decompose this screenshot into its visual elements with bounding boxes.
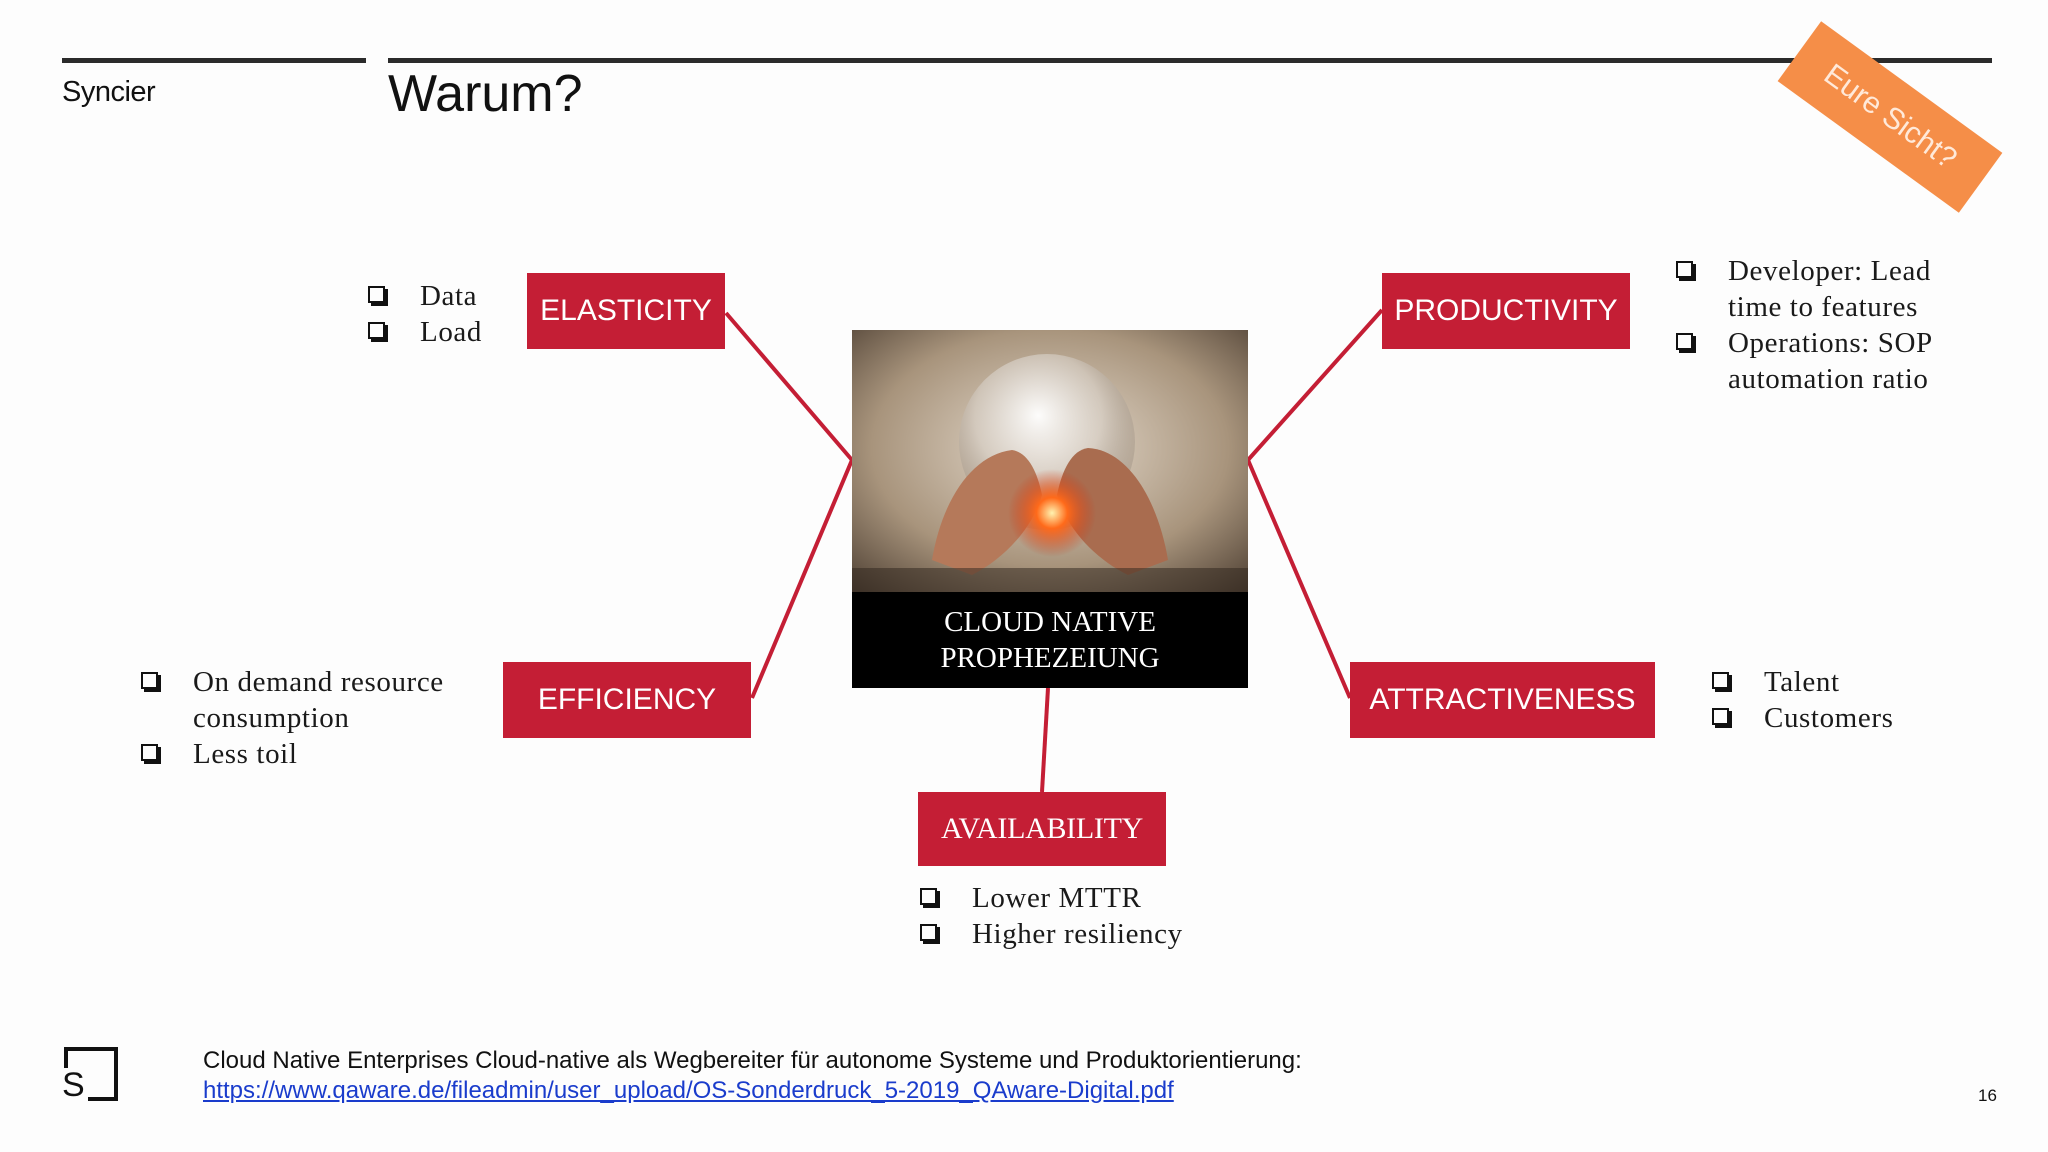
central-caption-line2: PROPHEZEIUNG [940, 642, 1160, 674]
bullet-item: Operations: SOP automation ratio [1676, 325, 1966, 397]
reference-link[interactable]: https://www.qaware.de/fileadmin/user_upl… [203, 1077, 1174, 1104]
bullet-item: Data [368, 278, 508, 314]
checkbox-bullet-icon [368, 286, 385, 303]
pillar-elasticity: ELASTICITY [527, 273, 725, 349]
bullet-item: Customers [1712, 700, 1972, 736]
bullet-item: Talent [1712, 664, 1972, 700]
connector-attractiveness [1246, 459, 1352, 699]
central-caption: CLOUD NATIVE PROPHEZEIUNG [852, 592, 1248, 688]
slide-title: Warum? [388, 65, 583, 123]
logo-letter: S [62, 1066, 85, 1104]
connector-elasticity [724, 311, 854, 462]
connector-productivity [1246, 308, 1384, 462]
footer-reference: Cloud Native Enterprises Cloud-native al… [203, 1046, 1302, 1106]
company-logo: S [62, 1046, 118, 1102]
reference-text: Cloud Native Enterprises Cloud-native al… [203, 1047, 1302, 1074]
bullet-item: Higher resiliency [920, 916, 1260, 952]
bullet-item: Developer: Lead time to features [1676, 253, 1966, 325]
logo-frame-icon [64, 1047, 118, 1101]
checkbox-bullet-icon [1712, 672, 1729, 689]
connector-efficiency [750, 459, 854, 699]
pillar-efficiency: EFFICIENCY [503, 662, 751, 738]
checkbox-bullet-icon [141, 744, 158, 761]
checkbox-bullet-icon [1712, 708, 1729, 725]
checkbox-bullet-icon [1676, 333, 1693, 350]
bullets-availability: Lower MTTR Higher resiliency [920, 880, 1260, 952]
checkbox-bullet-icon [141, 672, 158, 689]
pillar-availability: AVAILABILITY [918, 792, 1166, 866]
central-image-card: CLOUD NATIVE PROPHEZEIUNG [852, 330, 1248, 688]
crystal-ball-image [852, 330, 1248, 592]
checkbox-bullet-icon [920, 924, 937, 941]
connector-availability [1040, 687, 1050, 793]
header-rule-right [388, 58, 1992, 63]
page-number: 16 [1978, 1086, 1997, 1105]
bullets-productivity: Developer: Lead time to features Operati… [1676, 253, 1966, 397]
bullet-item: Lower MTTR [920, 880, 1260, 916]
checkbox-bullet-icon [920, 888, 937, 905]
bullet-item: On demand resource consumption [141, 664, 481, 736]
bullet-item: Load [368, 314, 508, 350]
bullets-elasticity: Data Load [368, 278, 508, 350]
pillar-attractiveness: ATTRACTIVENESS [1350, 662, 1655, 738]
header-rule-left [62, 58, 366, 63]
pillar-productivity: PRODUCTIVITY [1382, 273, 1630, 349]
bullet-item: Less toil [141, 736, 481, 772]
bullets-efficiency: On demand resource consumption Less toil [141, 664, 481, 772]
brand-name: Syncier [62, 76, 156, 108]
central-caption-line1: CLOUD NATIVE [944, 606, 1156, 638]
bullets-attractiveness: Talent Customers [1712, 664, 1972, 736]
checkbox-bullet-icon [1676, 261, 1693, 278]
checkbox-bullet-icon [368, 322, 385, 339]
